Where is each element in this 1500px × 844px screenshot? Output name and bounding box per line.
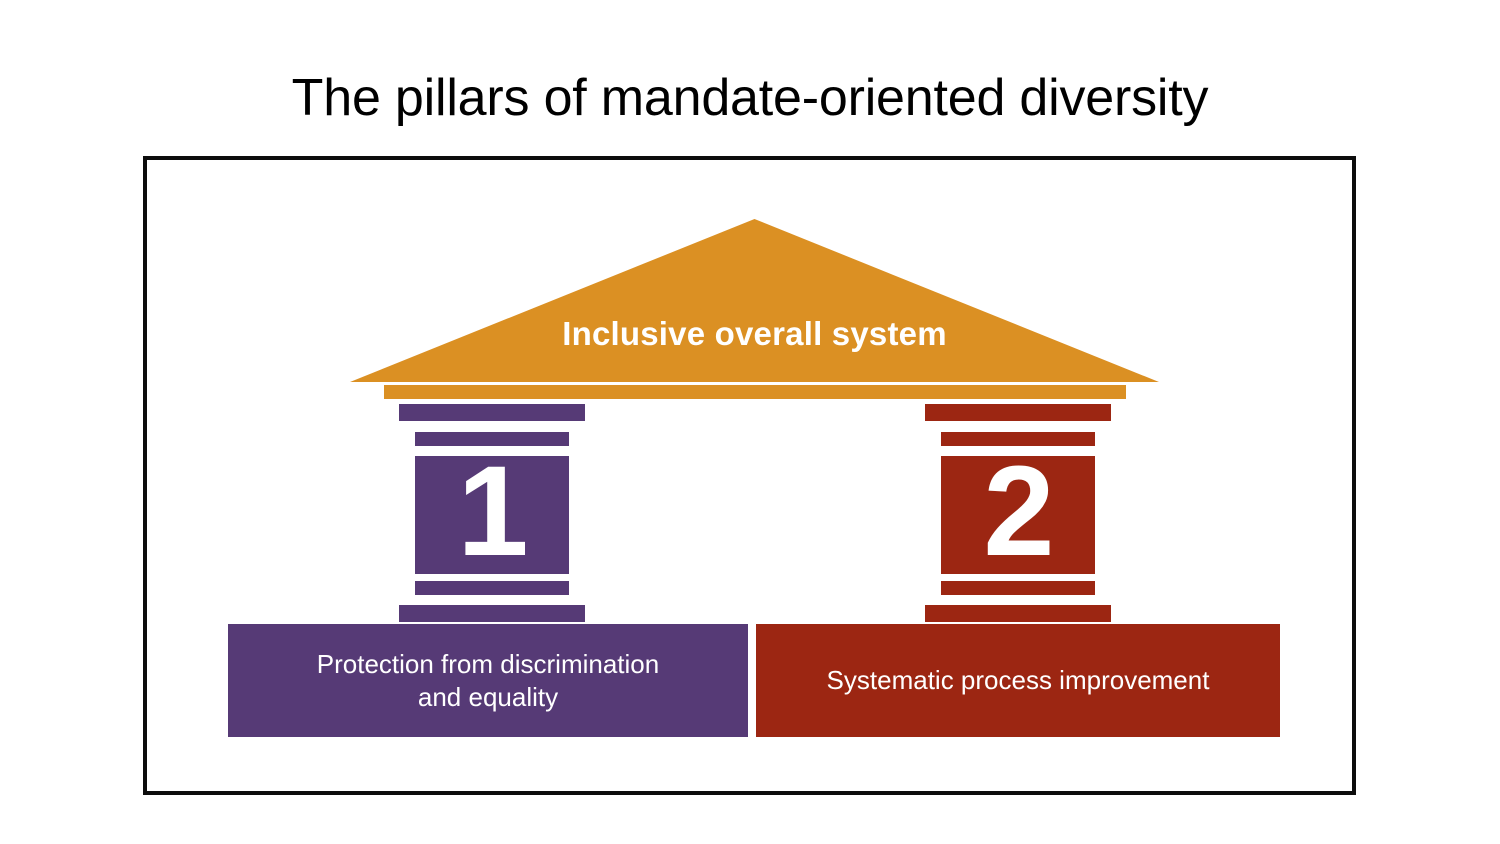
pillar-1-base-bottom	[399, 605, 585, 622]
base-box-pillar-1-label: Protection from discrimination and equal…	[316, 649, 660, 712]
pillar-2: 2	[925, 404, 1111, 622]
pillar-2-base-bottom	[925, 605, 1111, 622]
base-box-pillar-2: Systematic process improvement	[756, 624, 1280, 737]
pillar-2-number: 2	[983, 440, 1054, 583]
roof-label: Inclusive overall system	[562, 315, 947, 352]
pillar-1-bar-lower	[415, 581, 569, 595]
base-box-pillar-1: Protection from discrimination and equal…	[228, 624, 748, 737]
diagram-canvas: Inclusive overall system 1 2 Protection …	[147, 160, 1352, 791]
architrave-bar	[384, 385, 1126, 399]
diagram-frame: Inclusive overall system 1 2 Protection …	[143, 156, 1356, 795]
base-box-pillar-2-label: Systematic process improvement	[826, 665, 1210, 696]
roof-group: Inclusive overall system	[342, 213, 1167, 388]
pillar-2-bar-upper	[941, 432, 1095, 446]
pillar-2-shaft: 2	[941, 448, 1095, 576]
pillar-1-cap-top	[399, 404, 585, 421]
roof-triangle-icon	[350, 219, 1159, 382]
pillar-2-cap-top	[925, 404, 1111, 421]
page-title: The pillars of mandate-oriented diversit…	[291, 69, 1209, 127]
pillar-1-bar-upper	[415, 432, 569, 446]
pillar-1-shaft: 1	[415, 448, 569, 576]
pillar-1-number: 1	[457, 440, 528, 583]
pillar-1: 1	[399, 404, 585, 622]
pillar-2-bar-lower	[941, 581, 1095, 595]
